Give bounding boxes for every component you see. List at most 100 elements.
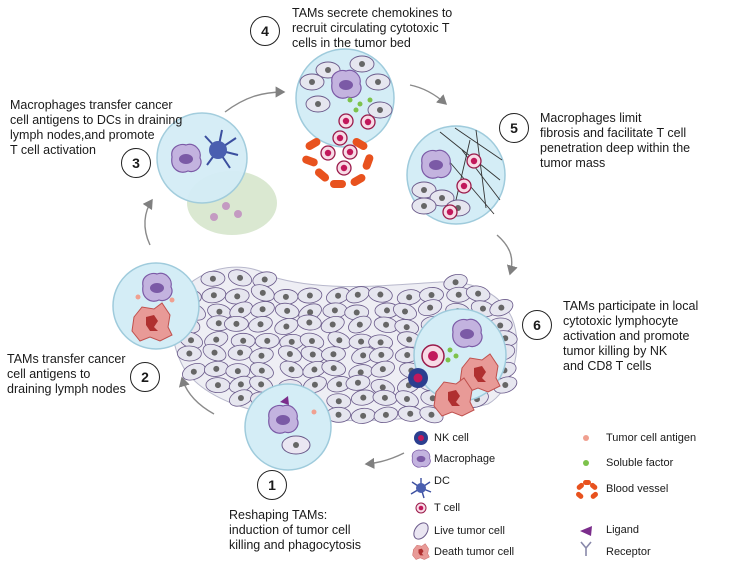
tumor-cell-nucleus (403, 324, 410, 331)
legend-t-cell: T cell (434, 502, 461, 514)
tumor-cell-nucleus (306, 319, 313, 326)
tumor-cell-nucleus (429, 395, 436, 402)
tumor-cell-nucleus (282, 293, 289, 300)
tumor-cell-nucleus (190, 368, 197, 375)
tumor-cell-nucleus (330, 351, 337, 358)
receptor-icon (580, 541, 592, 556)
tumor-cell-nucleus (264, 337, 271, 344)
ligand-icon (580, 526, 592, 536)
tumor-cell-nucleus (427, 304, 434, 311)
tumor-cell-antigen-icon (583, 435, 589, 441)
tumor-cell-nucleus (354, 291, 361, 298)
tumor-cell-nucleus (209, 275, 216, 282)
soluble-factor-icon (583, 460, 589, 466)
legend-blood-vessel: Blood vessel (606, 483, 669, 495)
tumor-cell-nucleus (306, 292, 313, 299)
tumor-cell-nucleus (402, 308, 409, 315)
tumor-cell-nucleus (377, 339, 384, 346)
tumor-cell-nucleus (259, 289, 266, 296)
step-1-text: Reshaping TAMs: induction of tumor cell … (229, 508, 362, 552)
tumor-cell-nucleus (240, 337, 247, 344)
death-tumor-cell-icon (412, 543, 430, 560)
tumor-cell-nucleus (354, 379, 361, 386)
inset-5-fibrosis (406, 125, 506, 225)
tumor-cell-nucleus (284, 307, 291, 314)
tumor-cell-nucleus (331, 307, 338, 314)
step-1-badge: 1 (257, 470, 287, 500)
tumor-cell-nucleus (211, 349, 218, 356)
tumor-cell-nucleus (377, 291, 384, 298)
tumor-cell-nucleus (336, 337, 343, 344)
inset-4-chemokines (295, 48, 395, 188)
tumor-cell-nucleus (259, 306, 266, 313)
tumor-cell-nucleus (382, 411, 389, 418)
macrophage-icon (411, 449, 431, 468)
tumor-cell-nucleus (237, 394, 244, 401)
tumor-cell-nucleus (233, 320, 240, 327)
tumor-cell-nucleus (186, 350, 193, 357)
step-4-badge: 4 (250, 16, 280, 46)
tumor-cell-nucleus (261, 276, 268, 283)
dendritic-cell (204, 129, 239, 169)
dc-icon (410, 478, 432, 499)
legend-nk-cell: NK cell (434, 432, 469, 444)
tumor-cell-nucleus (381, 394, 388, 401)
tumor-cell-nucleus (475, 290, 482, 297)
tumor-cell-nucleus (379, 384, 386, 391)
tumor-cell-nucleus (234, 368, 241, 375)
tumor-cell-nucleus (428, 291, 435, 298)
tumor-cell-nucleus (288, 338, 295, 345)
nk-cell-icon (414, 431, 428, 445)
tumor-cell-nucleus (357, 369, 364, 376)
inset-2-antigen-transfer (112, 262, 200, 350)
step-5-text: Macrophages limit fibrosis and facilitat… (540, 111, 691, 170)
tumor-cell-nucleus (258, 352, 265, 359)
inset-1-reshaping (244, 383, 332, 471)
tumor-cell-nucleus (358, 338, 365, 345)
tumor-cell-nucleus (498, 304, 505, 311)
step-5-badge: 5 (499, 113, 529, 143)
tumor-cell-nucleus (213, 336, 220, 343)
legend-macrophage: Macrophage (434, 453, 496, 465)
tumor-cell-nucleus (309, 351, 316, 358)
legend-dc: DC (434, 475, 450, 487)
live-tumor-cell-icon (413, 522, 429, 540)
legend-receptor: Receptor (606, 546, 651, 558)
tumor-cell-nucleus (210, 292, 217, 299)
tumor-cell-nucleus (335, 398, 342, 405)
tumor-cell-nucleus (237, 349, 244, 356)
tumor-cell-nucleus (237, 381, 244, 388)
step-6-text: TAMs participate in local cytotoxic lymp… (563, 299, 699, 373)
tumor-cell-nucleus (311, 366, 318, 373)
tumor-cell-nucleus (497, 322, 504, 329)
step-6-badge: 6 (522, 310, 552, 340)
tumor-cell-nucleus (356, 321, 363, 328)
legend-death-tumor-cell: Death tumor cell (434, 546, 515, 558)
legend-icons (410, 431, 598, 560)
inset-6-cytotoxic (408, 308, 507, 417)
tumor-cell-nucleus (383, 321, 390, 328)
tumor-cell-nucleus (406, 336, 413, 343)
tumor-cell-nucleus (311, 381, 318, 388)
tumor-cell-nucleus (188, 337, 195, 344)
tumor-cell-nucleus (360, 394, 367, 401)
blood-vessel-icon (576, 480, 598, 499)
tumor-cell-nucleus (378, 351, 385, 358)
tumor-cell-nucleus (283, 323, 290, 330)
step-4-text: TAMs secrete chemokines to recruit circu… (292, 6, 453, 50)
tumor-cell-nucleus (258, 367, 265, 374)
tumor-cell-nucleus (215, 320, 222, 327)
tumor-cell-nucleus (286, 351, 293, 358)
tumor-cell-nucleus (428, 411, 435, 418)
tumor-cell-nucleus (257, 321, 264, 328)
tumor-cell-nucleus (403, 395, 410, 402)
tumor-cell-nucleus (288, 366, 295, 373)
legend-soluble-factor: Soluble factor (606, 457, 674, 469)
tumor-cell-nucleus (238, 307, 245, 314)
tumor-cell-nucleus (237, 274, 244, 281)
tumor-cell-nucleus (406, 294, 413, 301)
inset-3-lymph-node (156, 112, 277, 235)
tumor-cell-nucleus (307, 309, 314, 316)
tumor-cell-nucleus (308, 338, 315, 345)
